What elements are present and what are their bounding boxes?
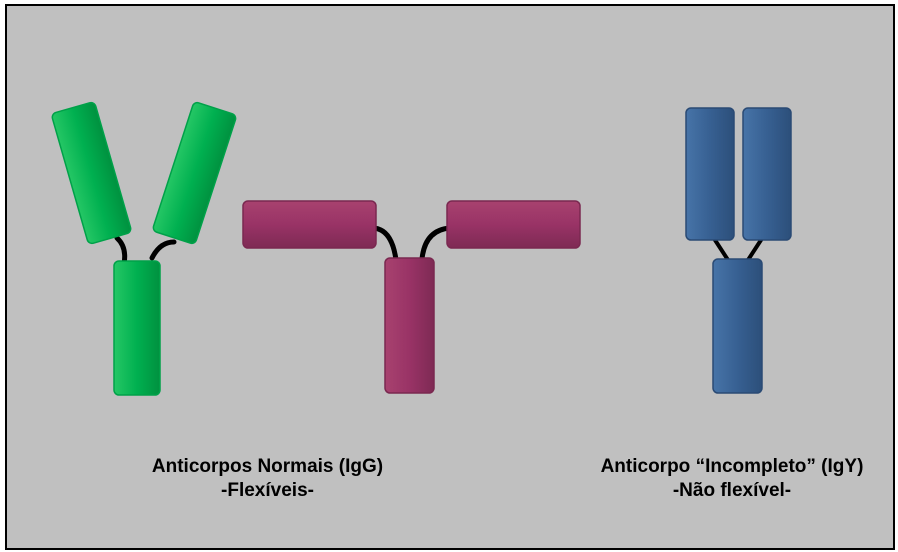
igg-t-arm-right: [447, 201, 580, 248]
igg-y-antibody: [51, 101, 237, 395]
igg-t-hinge-left: [374, 228, 396, 260]
igg-y-arm-left: [51, 101, 132, 244]
igg-t-stem: [385, 258, 434, 393]
igg-y-arm-right: [152, 101, 237, 244]
caption-igy-subtitle: -Não flexível-: [575, 479, 889, 503]
igg-t-arm-left: [243, 201, 376, 248]
igy-hinge-right: [748, 240, 761, 260]
igy-arm-left: [686, 108, 734, 240]
slide-canvas: Anticorpos Normais (IgG) -Flexíveis- Ant…: [5, 4, 895, 550]
igy-arm-right: [743, 108, 791, 240]
igg-y-hinge-right: [152, 242, 174, 258]
igy-hinge-left: [715, 240, 728, 260]
igg-y-stem: [114, 261, 160, 395]
caption-igg: Anticorpos Normais (IgG) -Flexíveis-: [125, 455, 410, 503]
igg-y-hinge-left: [117, 238, 125, 264]
igg-t-hinge-right: [422, 228, 450, 259]
igy-antibody: [686, 108, 791, 393]
caption-igg-title: Anticorpos Normais (IgG): [125, 455, 410, 479]
igg-t-antibody: [243, 201, 580, 393]
caption-igy: Anticorpo “Incompleto” (IgY) -Não flexív…: [575, 455, 889, 503]
caption-igg-subtitle: -Flexíveis-: [125, 479, 410, 503]
caption-igy-title: Anticorpo “Incompleto” (IgY): [575, 455, 889, 479]
igy-stem: [713, 259, 762, 393]
